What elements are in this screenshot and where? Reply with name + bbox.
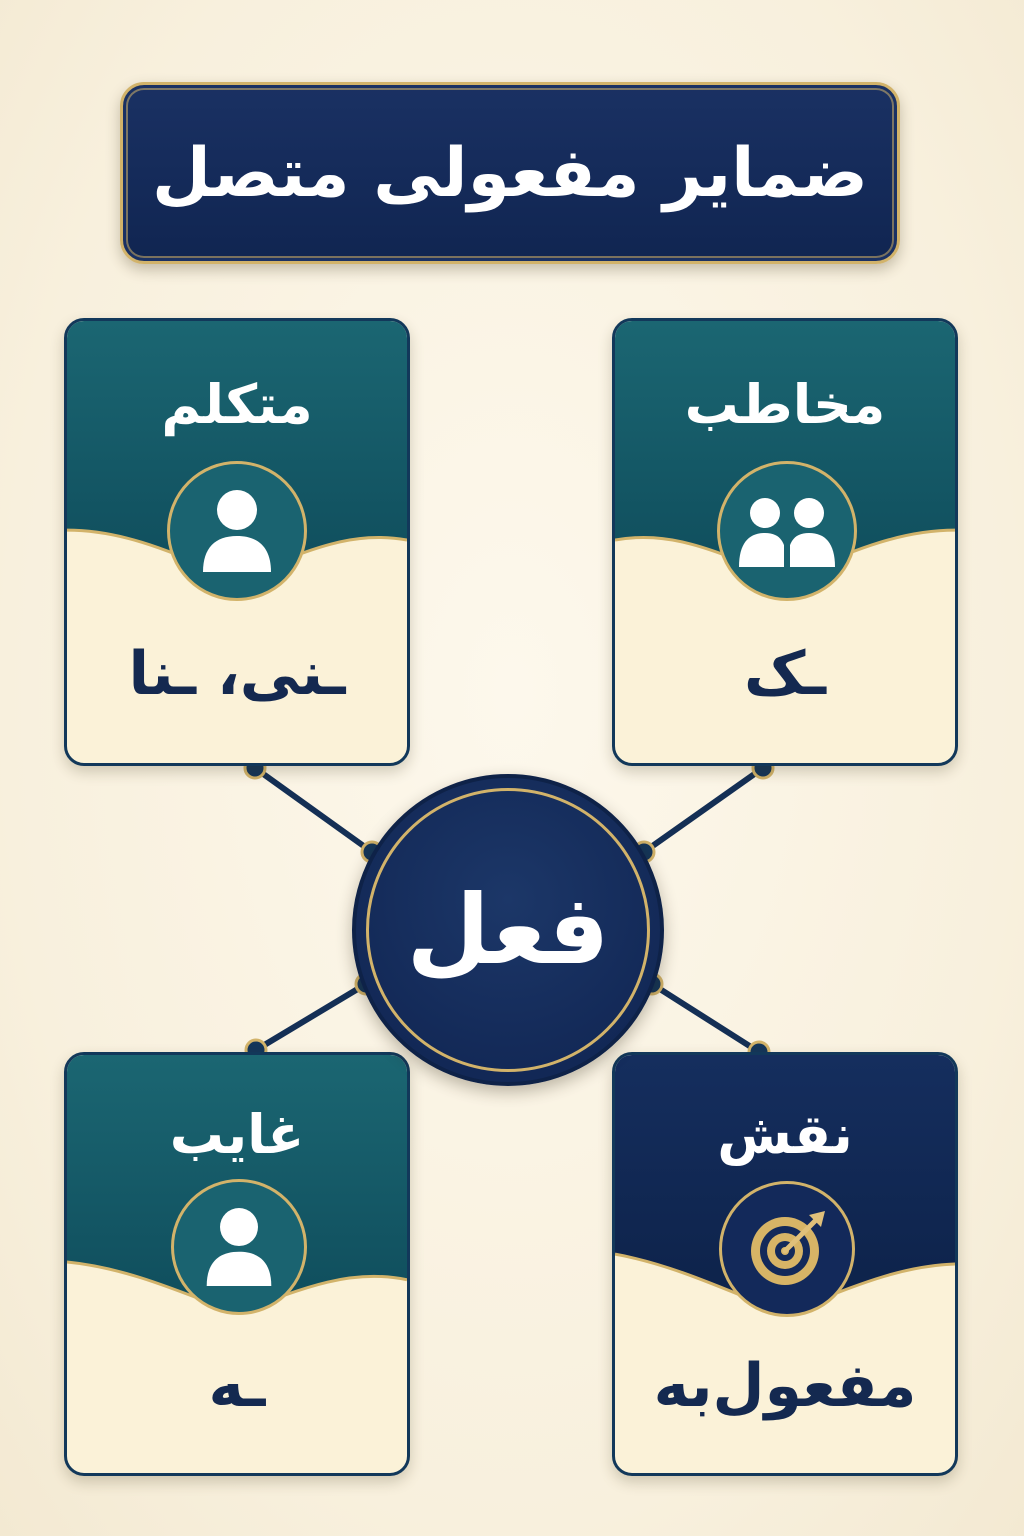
connector-absent bbox=[253, 981, 369, 1053]
card-role-title: نقش bbox=[717, 1103, 853, 1166]
card-role-value: مفعول‌به bbox=[653, 1351, 917, 1421]
connector-addressee bbox=[641, 765, 766, 855]
card-absent-title: غایب bbox=[169, 1103, 305, 1166]
card-addressee: مخاطب ـک bbox=[612, 318, 958, 766]
person-icon bbox=[206, 1208, 272, 1286]
two-people-icon bbox=[739, 498, 835, 567]
connector-role bbox=[649, 981, 762, 1055]
connector-speaker bbox=[252, 765, 375, 855]
card-addressee-value: ـک bbox=[744, 639, 826, 709]
card-role: نقش مفعول‌به bbox=[612, 1052, 958, 1476]
center-ring bbox=[366, 788, 650, 1072]
center-verb-node: فعل bbox=[352, 774, 664, 1086]
card-speaker-title: متکلم bbox=[161, 373, 313, 436]
card-addressee-icon-badge bbox=[717, 461, 857, 601]
card-absent-value: ـه bbox=[208, 1351, 266, 1421]
page-title: ضمایر مفعولی متصل bbox=[152, 133, 868, 213]
card-speaker: متکلم ـنی، ـنا bbox=[64, 318, 410, 766]
person-icon bbox=[203, 490, 271, 572]
card-role-icon-badge bbox=[719, 1181, 855, 1317]
card-addressee-title: مخاطب bbox=[684, 373, 886, 436]
target-icon bbox=[751, 1211, 825, 1285]
card-speaker-value: ـنی، ـنا bbox=[128, 639, 346, 709]
card-absent: غایب ـه bbox=[64, 1052, 410, 1476]
center-label: فعل bbox=[406, 874, 610, 986]
card-absent-icon-badge bbox=[171, 1179, 307, 1315]
card-speaker-icon-badge bbox=[167, 461, 307, 601]
title-banner: ضمایر مفعولی متصل bbox=[120, 82, 900, 264]
